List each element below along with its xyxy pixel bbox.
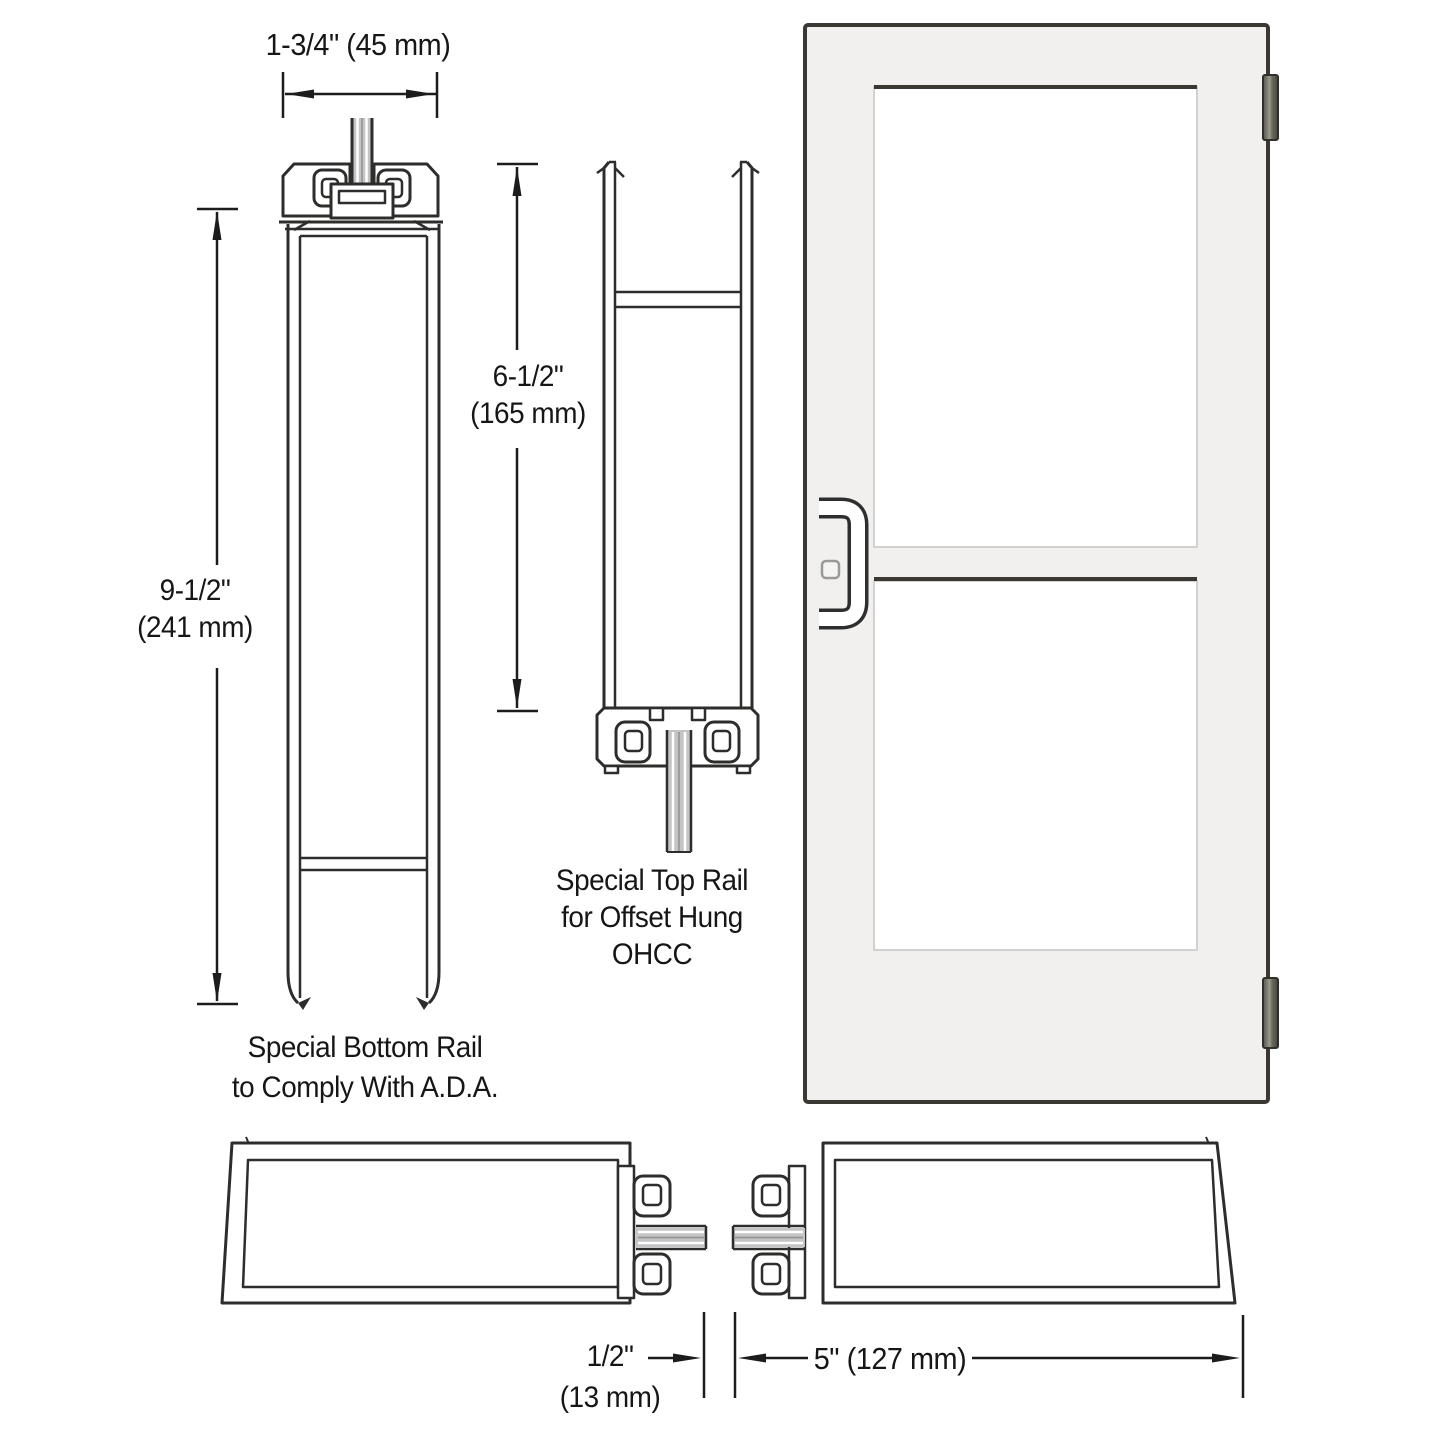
glass-clamp-assembly: [279, 162, 443, 232]
rail-clamp-housing: [595, 706, 760, 775]
label-bottom-rail-line2: to Comply With A.D.A.: [231, 1071, 499, 1104]
glass-strip-right: [731, 1224, 805, 1251]
dim-top-rail-height-inches: 6-1/2": [492, 360, 564, 393]
hinge-bottom: [1262, 977, 1279, 1049]
dim-bottom-rail-height-inches: 9-1/2": [159, 574, 231, 607]
dimension-stile-width: [738, 1315, 1245, 1398]
dim-bottom-rail-height-mm: (241 mm): [137, 611, 253, 644]
dim-top-rail-height-mm: (165 mm): [470, 397, 586, 430]
left-stile-profile: [220, 1136, 632, 1305]
dimension-top-rail-height: [497, 162, 538, 713]
dim-label-top-rail-height: 6-1/2" (165 mm): [454, 358, 603, 432]
glass-strip-below-rail: [665, 730, 693, 853]
dim-door-gap-inches: 1/2": [586, 1340, 634, 1373]
bottom-rail-section: [279, 118, 443, 1010]
dimension-door-gap: [648, 1312, 737, 1398]
rail-body-profile: [286, 224, 441, 1010]
lock-cylinder: [820, 559, 841, 580]
dim-label-rail-width: 1-3/4" (45 mm): [265, 27, 451, 62]
top-rail-section: [595, 160, 760, 853]
label-special-bottom-rail: Special Bottom Rail to Comply With A.D.A…: [212, 1028, 519, 1108]
dimension-bottom-rail-height: [197, 207, 238, 1006]
right-stile-profile: [821, 1136, 1237, 1305]
dimension-rail-width: [281, 72, 439, 118]
dim-label-bottom-rail-height: 9-1/2" (241 mm): [121, 572, 270, 646]
door-handle: [819, 497, 869, 630]
hinge-top: [1262, 74, 1279, 141]
meeting-stiles-section: [220, 1136, 1237, 1305]
label-special-top-rail: Special Top Rail for Offset Hung OHCC: [522, 862, 782, 973]
dim-label-door-gap: 1/2" (13 mm): [545, 1336, 675, 1418]
label-top-rail-line3: OHCC: [611, 938, 693, 971]
glass-strip-left: [636, 1224, 708, 1251]
glass-strip-vertical: [350, 118, 374, 192]
label-bottom-rail-line1: Special Bottom Rail: [247, 1031, 483, 1064]
rail-channel-walls: [596, 160, 760, 708]
door-glass-upper: [873, 86, 1198, 548]
left-stile-clamp: [616, 1164, 672, 1300]
label-top-rail-line2: for Offset Hung: [561, 901, 743, 934]
door-elevation: [803, 23, 1279, 1104]
dim-label-stile-width: 5" (127 mm): [813, 1341, 967, 1376]
label-top-rail-line1: Special Top Rail: [555, 864, 749, 897]
door-glass-lower: [873, 580, 1198, 951]
dim-door-gap-mm: (13 mm): [559, 1381, 661, 1414]
